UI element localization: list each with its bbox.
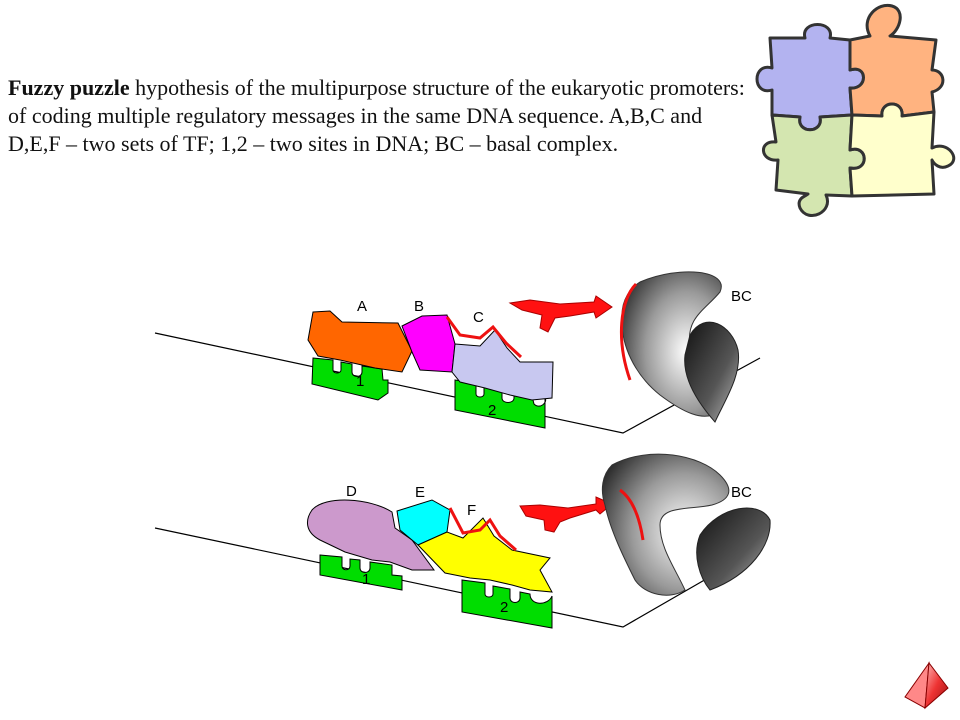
pyramid-nav-icon[interactable] xyxy=(904,661,949,710)
top-promoter-diagram: A B C 1 2 BC xyxy=(154,271,761,434)
activation-contact-line-bottom xyxy=(448,507,517,552)
jigsaw-puzzle-icon xyxy=(755,3,956,217)
puzzle-piece-yellow xyxy=(848,102,956,198)
label-site-2-bottom: 2 xyxy=(500,599,508,616)
activation-arrow-bottom xyxy=(519,496,613,533)
pyramid-face-right xyxy=(924,661,949,710)
label-bc-bottom: BC xyxy=(731,484,752,501)
dna-site-2-top xyxy=(454,379,547,429)
activation-contact-line-top xyxy=(445,316,523,359)
label-bc-top: BC xyxy=(731,288,752,305)
complex-contact-line-bottom xyxy=(619,488,645,541)
factor-d-bottom xyxy=(307,499,435,571)
figure-caption: Fuzzy puzzle hypothesis of the multipurp… xyxy=(8,74,748,158)
label-e: E xyxy=(415,484,425,501)
basal-complex-dark-lobe-top xyxy=(684,321,740,423)
factor-b-top xyxy=(401,314,456,373)
factor-a-top xyxy=(307,310,413,373)
dna-site-2-bottom xyxy=(461,579,553,629)
activation-arrow-top xyxy=(508,295,613,333)
label-site-2-top: 2 xyxy=(488,402,496,419)
bottom-promoter-diagram: D E F 1 2 BC xyxy=(154,453,771,629)
label-a: A xyxy=(357,298,367,315)
caption-text: hypothesis of the multipurpose structure… xyxy=(8,75,745,156)
puzzle-piece-green xyxy=(762,113,866,217)
dna-site-1-top xyxy=(311,357,389,401)
label-site-1-top: 1 xyxy=(356,373,364,390)
complex-contact-line-top xyxy=(620,282,638,381)
caption-bold: Fuzzy puzzle xyxy=(8,75,130,100)
label-d: D xyxy=(346,483,357,500)
label-site-1-bottom: 1 xyxy=(362,571,370,588)
basal-complex-shape-bottom xyxy=(601,453,730,596)
label-c: C xyxy=(473,309,484,326)
label-b: B xyxy=(414,298,424,315)
label-f: F xyxy=(467,502,476,519)
dna-site-1-bottom xyxy=(319,554,403,591)
puzzle-piece-orange xyxy=(848,3,945,118)
basal-complex-dark-lobe-bottom xyxy=(696,507,771,591)
